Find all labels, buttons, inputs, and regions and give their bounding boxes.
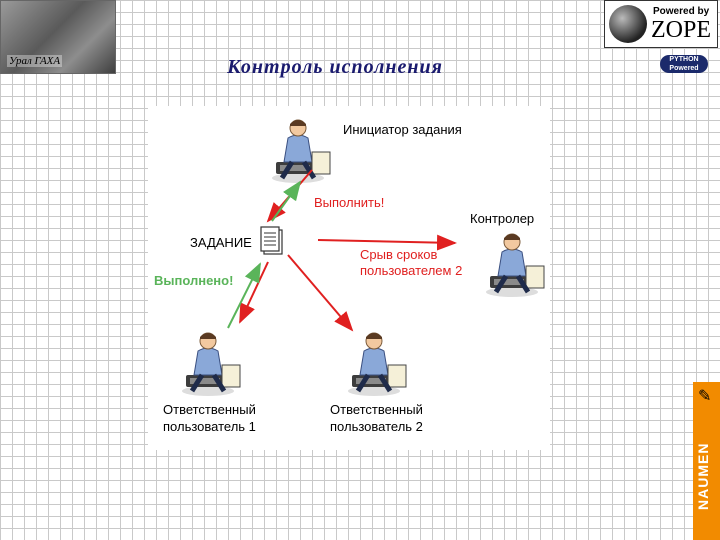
arrow-done xyxy=(227,262,261,329)
naumen-sidebar: ✎ xyxy=(693,382,720,540)
user1-person-icon xyxy=(182,333,240,396)
execute-label: Выполнить! xyxy=(314,195,384,210)
zope-wordmark: ZOPE xyxy=(651,17,711,43)
zope-circle-icon xyxy=(609,5,647,43)
naumen-emblem-icon: ✎ xyxy=(698,388,712,405)
initiator-label: Инициатор задания xyxy=(343,122,462,137)
university-logo: Урал ГАХА xyxy=(0,0,116,74)
python-badge-line2: Powered xyxy=(669,65,699,72)
task-label: ЗАДАНИЕ xyxy=(190,235,252,250)
done-label: Выполнено! xyxy=(154,273,233,288)
user2-person-icon xyxy=(348,333,406,396)
overdue-label-line1: Срыв сроков xyxy=(360,247,438,262)
user1-label-line1: Ответственный xyxy=(163,402,256,417)
user2-label-line1: Ответственный xyxy=(330,402,423,417)
python-badge-line1: PYTHON xyxy=(669,56,699,63)
university-logo-text: Урал ГАХА xyxy=(7,55,63,67)
arrow-to-user2 xyxy=(287,254,354,332)
zope-logo: Powered by ZOPE xyxy=(604,0,718,48)
arrow-initiator-return xyxy=(271,180,302,222)
user1-label-line2: пользователь 1 xyxy=(163,419,256,434)
initiator-person-icon xyxy=(272,120,330,183)
controller-label: Контролер xyxy=(470,211,534,226)
arrow-overdue xyxy=(317,234,457,251)
user2-label-line2: пользователь 2 xyxy=(330,419,423,434)
page-title: Контроль исполнения xyxy=(227,56,443,78)
controller-person-icon xyxy=(486,234,544,297)
arrow-to-user1 xyxy=(239,261,269,324)
zope-powered-by: Powered by xyxy=(653,6,710,17)
overdue-label-line2: пользователем 2 xyxy=(360,263,462,278)
python-powered-badge: PYTHON Powered xyxy=(660,55,708,73)
task-document-icon xyxy=(260,226,283,255)
